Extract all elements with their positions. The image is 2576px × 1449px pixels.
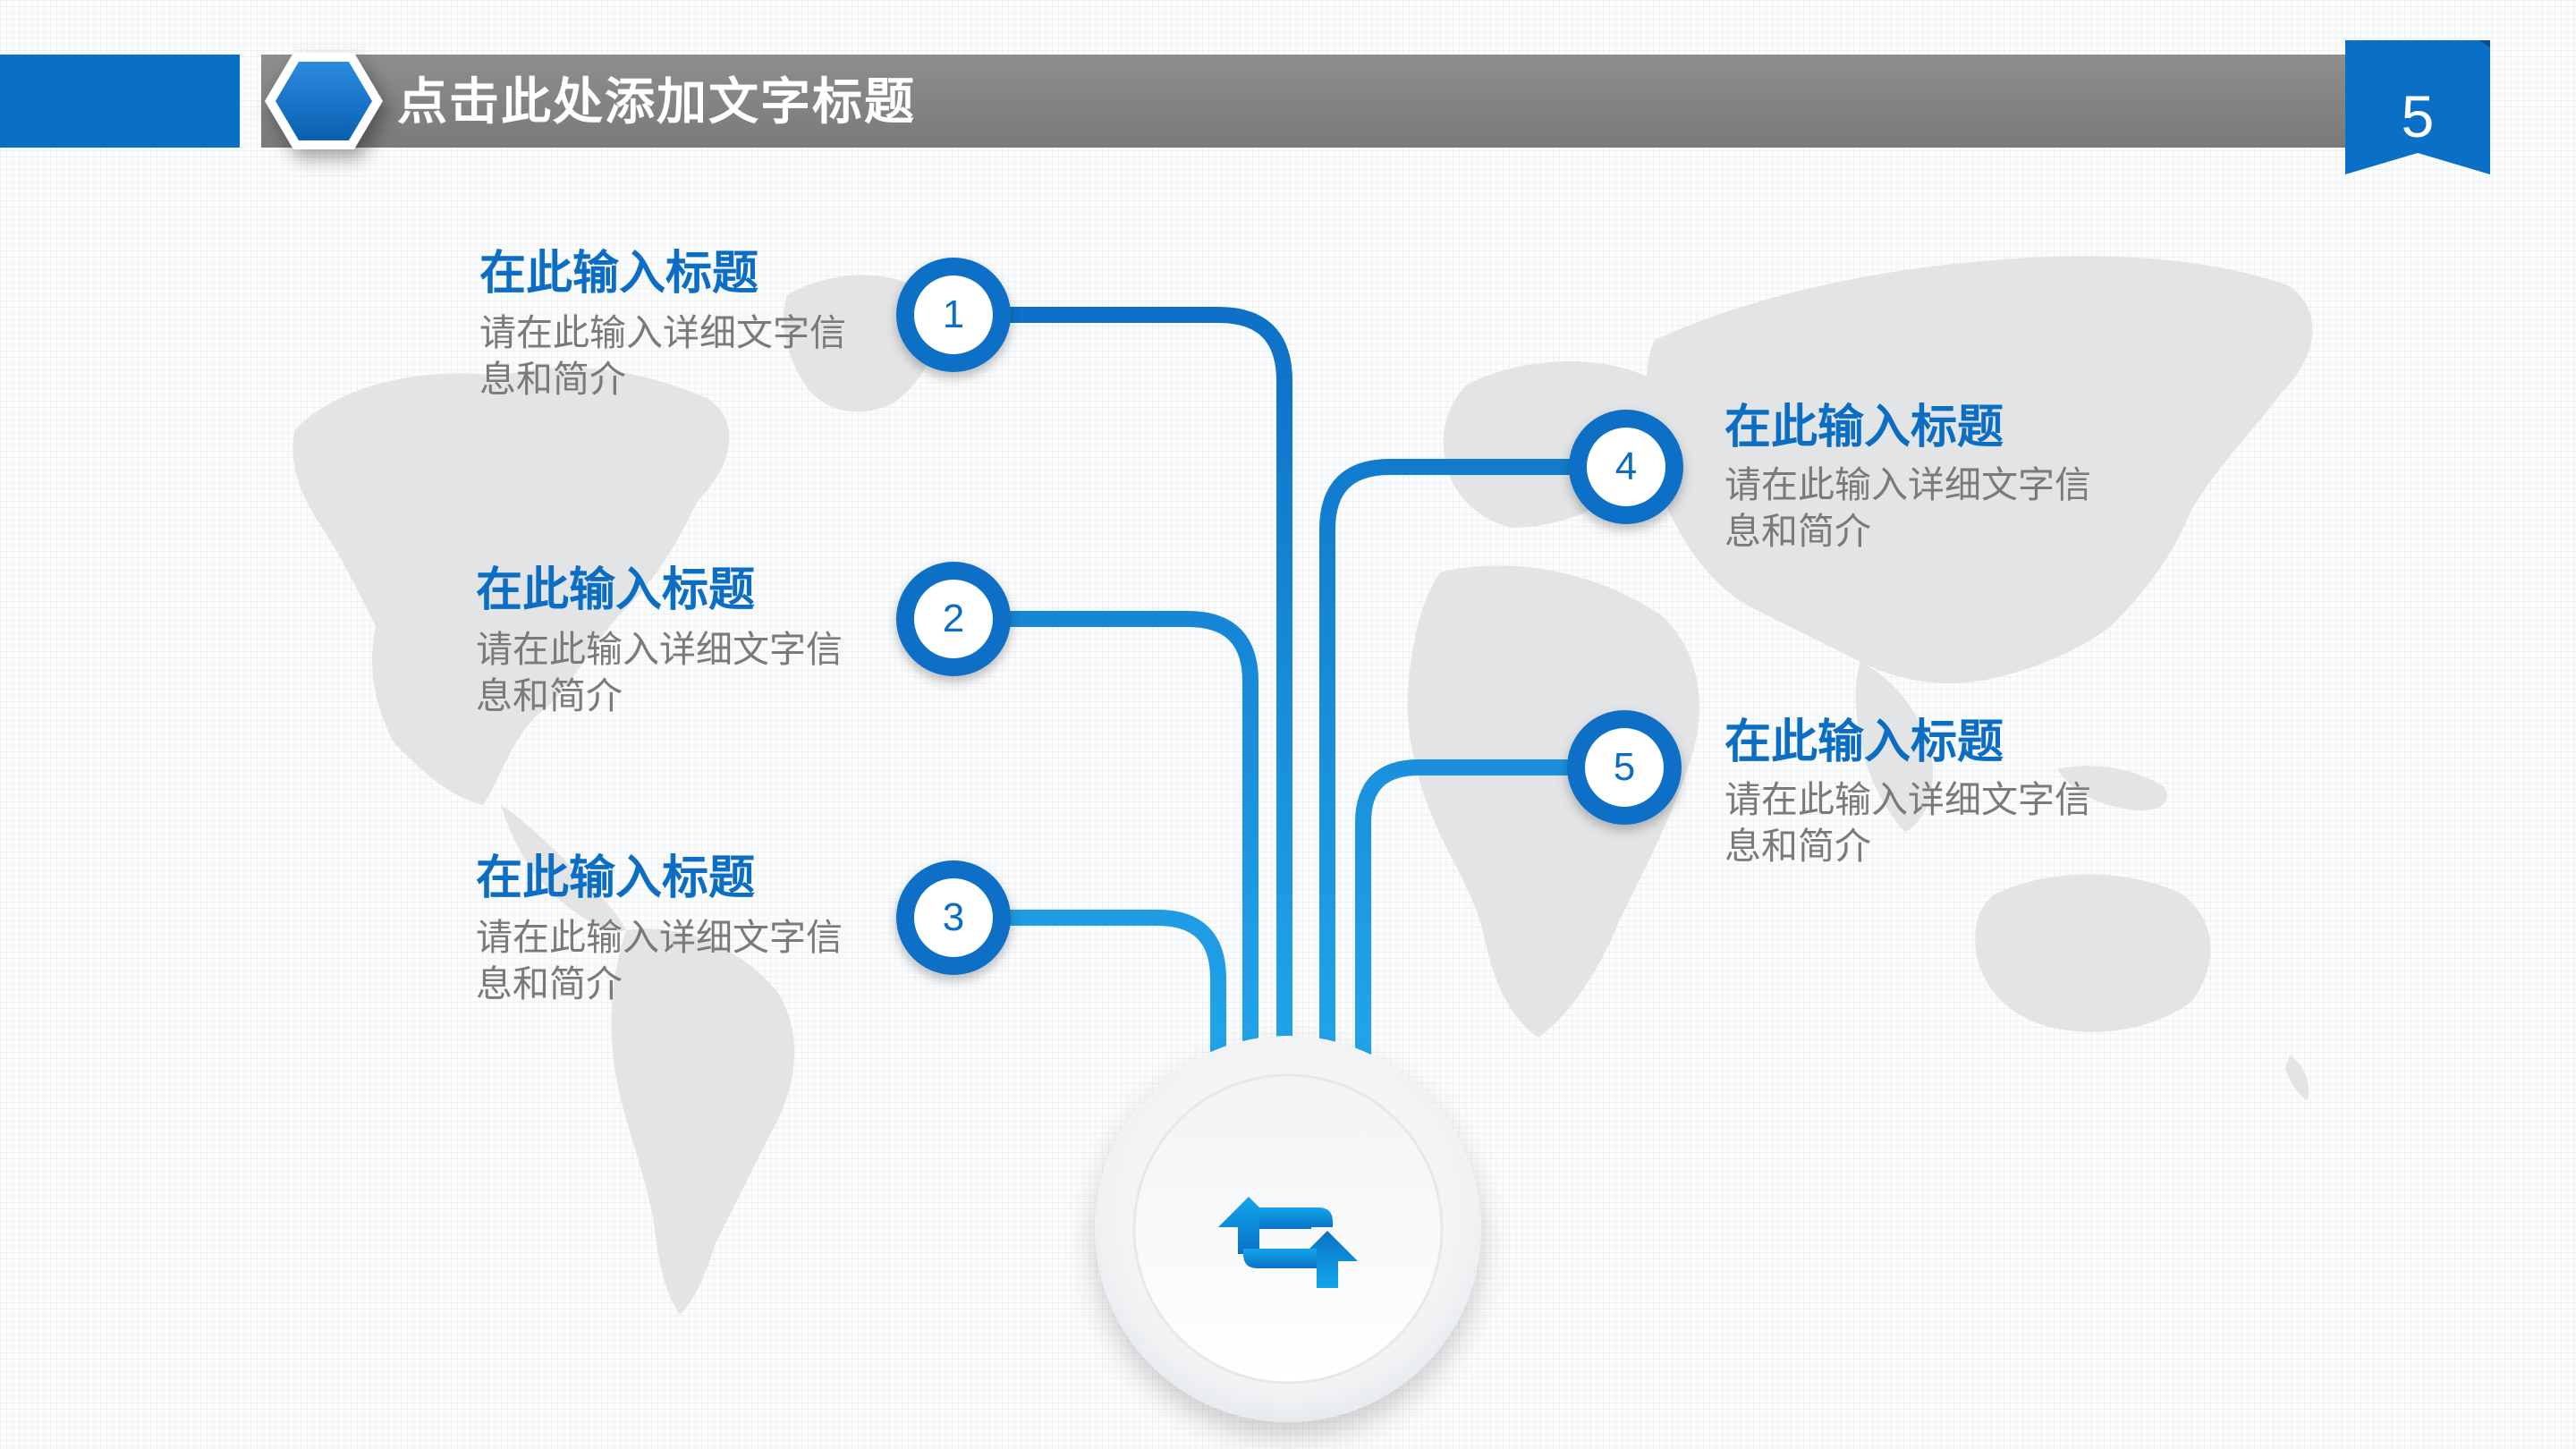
node-number-4: 4 — [1614, 445, 1638, 488]
item-desc-4: 请在此输入详细文字信息和简介 — [1724, 463, 2091, 553]
node-number-3: 3 — [942, 895, 965, 939]
map-africa — [1407, 565, 1699, 1038]
connector-line-3 — [945, 910, 1226, 1063]
node-circle-2 — [896, 562, 1011, 676]
map-new-zealand — [2285, 1055, 2309, 1100]
map-islands — [2057, 766, 2167, 811]
item-title-2: 在此输入标题 — [476, 564, 756, 617]
node-circle-4 — [1569, 410, 1683, 524]
page-number-badge — [2345, 40, 2490, 174]
header-hexagon — [261, 49, 386, 153]
node-circle-5 — [1567, 710, 1682, 825]
page-title: 点击此处添加文字标题 — [397, 73, 916, 131]
map-india — [1855, 662, 1933, 832]
node-number-5: 5 — [1613, 745, 1636, 789]
connector-line-4 — [1319, 459, 1634, 1063]
node-circle-1 — [896, 258, 1011, 372]
center-hub — [1095, 1036, 1481, 1422]
map-central-america — [501, 805, 626, 931]
node-circle-3 — [896, 860, 1011, 975]
item-desc-1: 请在此输入详细文字信息和简介 — [479, 311, 846, 401]
item-title-1: 在此输入标题 — [479, 247, 759, 301]
item-desc-5: 请在此输入详细文字信息和简介 — [1724, 778, 2091, 868]
connector-line-1 — [945, 307, 1292, 1063]
map-australia — [1975, 874, 2211, 1032]
item-title-3: 在此输入标题 — [476, 852, 756, 905]
header-accent-block — [0, 55, 240, 148]
connector-line-2 — [945, 611, 1258, 1063]
item-title-4: 在此输入标题 — [1724, 401, 2004, 454]
item-desc-3: 请在此输入详细文字信息和简介 — [476, 916, 843, 1005]
item-desc-2: 请在此输入详细文字信息和简介 — [476, 628, 843, 717]
map-south-america — [611, 928, 795, 1315]
node-number-2: 2 — [942, 597, 965, 640]
page-number: 5 — [2401, 83, 2435, 149]
map-north-america — [292, 367, 730, 805]
header-bar — [261, 55, 2345, 148]
item-title-5: 在此输入标题 — [1724, 716, 2004, 769]
connector-line-5 — [1355, 759, 1632, 1063]
retweet-arrows-icon — [1218, 1197, 1358, 1288]
node-number-1: 1 — [942, 292, 965, 336]
map-asia — [1646, 256, 2313, 683]
